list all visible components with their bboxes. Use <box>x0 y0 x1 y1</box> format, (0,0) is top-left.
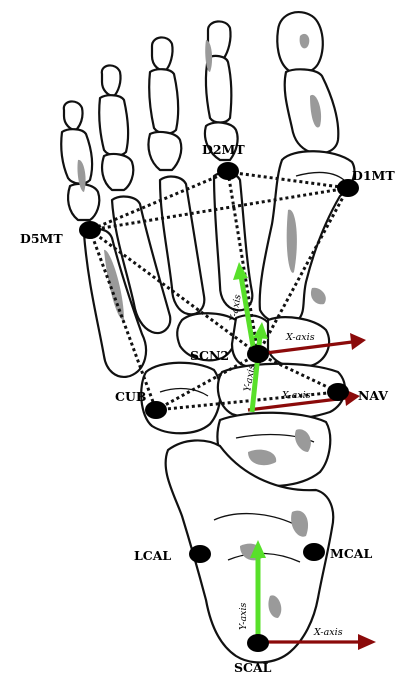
scal-x-arrowhead-icon <box>358 634 376 650</box>
label-cub: CUB <box>115 389 146 404</box>
marker-scn2 <box>247 345 269 363</box>
scal-y-axis-label: Y-axis <box>238 603 249 630</box>
scn2-x-axis-label: X-axis <box>285 332 315 343</box>
marker-d5mt <box>79 221 101 239</box>
scn2-x-arrowhead-icon <box>350 333 366 350</box>
marker-mcal <box>303 543 325 561</box>
marker-nav <box>327 383 349 401</box>
label-nav: NAV <box>358 388 388 403</box>
label-d1mt: D1MT <box>352 168 395 183</box>
label-mcal: MCAL <box>330 546 372 561</box>
label-scal: SCAL <box>234 660 272 675</box>
marker-d2mt <box>217 162 239 180</box>
scal-x-axis-label: X-axis <box>313 627 343 638</box>
marker-cub <box>145 401 167 419</box>
label-d2mt: D2MT <box>202 142 245 157</box>
marker-scal <box>247 634 269 652</box>
label-scn2: SCN2 <box>190 348 229 363</box>
marker-lcal <box>189 545 211 563</box>
nav-x-axis-label: X-axis <box>281 390 311 401</box>
label-d5mt: D5MT <box>20 231 63 246</box>
label-lcal: LCAL <box>134 548 171 563</box>
